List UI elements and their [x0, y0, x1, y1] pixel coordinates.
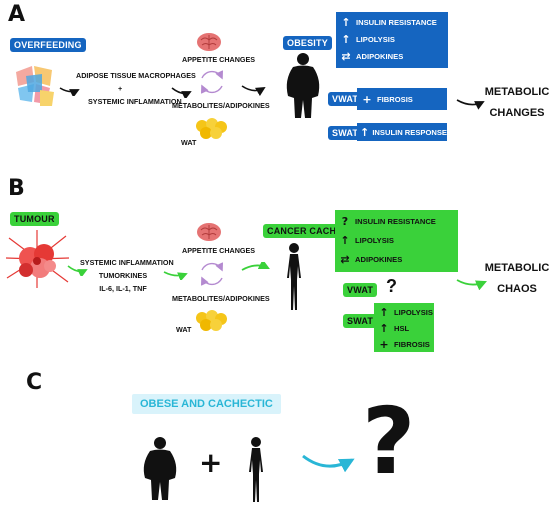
- effect-label: INSULIN RESISTANCE: [355, 217, 436, 226]
- overfeeding-tag: OVERFEEDING: [10, 38, 86, 52]
- metabolic-chaos-outcome: METABOLIC CHAOS: [484, 258, 550, 300]
- up-arrow-icon: ↑: [360, 125, 370, 139]
- plus-icon: +: [362, 92, 372, 106]
- up-arrow-icon: ↑: [341, 16, 351, 29]
- tumorkines-label: TUMORKINES: [98, 271, 148, 280]
- effect-row: ⇄ ADIPOKINES: [336, 48, 448, 65]
- outcome-line: METABOLIC: [484, 86, 550, 98]
- panel-a-letter: A: [8, 2, 26, 27]
- swat-effect-label: HSL: [394, 323, 410, 333]
- arrow-cycle-to-cachexia: [241, 262, 270, 271]
- appetite-label: APPETITE CHANGES: [182, 246, 256, 255]
- arrow-to-metabolic-changes: [456, 99, 485, 110]
- vwat-unknown-mark: ?: [386, 276, 397, 296]
- swat-effect-label: LIPOLYSIS: [394, 307, 433, 317]
- obese-person-icon: [143, 437, 177, 500]
- vwat-effect-label: FIBROSIS: [377, 94, 413, 104]
- effect-row: ⇄ ADIPOKINES: [335, 250, 458, 269]
- effect-label: ADIPOKINES: [356, 52, 404, 61]
- plus-icon: +: [379, 337, 389, 351]
- question-mark: ?: [362, 388, 416, 495]
- metabolites-label: METABOLITES/ADIPOKINES: [172, 294, 270, 303]
- exchange-arrows-icon: ⇄: [341, 50, 351, 63]
- wat-label: WAT: [181, 138, 197, 147]
- question-icon: ?: [341, 215, 349, 228]
- plus-sign: +: [199, 446, 223, 479]
- swat-effect-label: INSULIN RESPONSE: [372, 127, 447, 137]
- arrow-inflammation-to-cycle: [171, 87, 192, 98]
- brain-icon: [197, 223, 221, 241]
- cyan-arrow: [302, 454, 355, 473]
- arrow-overfeeding-to-inflammation: [59, 87, 80, 96]
- cytokines-label: IL-6, IL-1, TNF: [99, 284, 147, 293]
- arrow-tumour-to-inflammation: [67, 265, 88, 276]
- cachexia-effects-box: ? INSULIN RESISTANCE ↑ LIPOLYSIS ⇄ ADIPO…: [335, 210, 458, 272]
- macrophages-label: ADIPOSE TISSUE MACROPHAGES: [76, 71, 196, 80]
- up-arrow-icon: ↑: [379, 321, 389, 335]
- up-arrow-icon: ↑: [341, 33, 351, 46]
- effect-row: ↑ INSULIN RESISTANCE: [336, 14, 448, 31]
- obesity-effects-box: ↑ INSULIN RESISTANCE ↑ LIPOLYSIS ⇄ ADIPO…: [336, 12, 448, 68]
- obesity-tag: OBESITY: [283, 36, 332, 50]
- cycle-arrows-icon: [200, 70, 224, 94]
- effect-label: INSULIN RESISTANCE: [356, 18, 437, 27]
- panel-b-letter: B: [8, 176, 25, 201]
- inflammation-label: SYSTEMIC INFLAMMATION: [88, 97, 182, 106]
- tumour-tag: TUMOUR: [10, 212, 59, 226]
- effect-row: ? INSULIN RESISTANCE: [335, 212, 458, 231]
- effect-label: LIPOLYSIS: [356, 35, 395, 44]
- swat-effect-row: ↑ LIPOLYSIS: [374, 304, 434, 320]
- arrow-cycle-to-obesity: [241, 85, 266, 96]
- arrow-to-metabolic-chaos: [456, 279, 487, 290]
- brain-icon: [197, 33, 221, 51]
- outcome-line: CHAOS: [497, 282, 537, 295]
- panel-c-letter: C: [26, 370, 43, 395]
- cachectic-person-icon: [287, 243, 301, 310]
- arrow-inflammation-to-cycle: [163, 271, 188, 280]
- effect-row: ↑ LIPOLYSIS: [335, 231, 458, 250]
- tumour-cells-icon: [5, 230, 70, 288]
- swat-effect-label: FIBROSIS: [394, 339, 430, 349]
- effect-row: ↑ LIPOLYSIS: [336, 31, 448, 48]
- swat-tag: SWAT: [328, 126, 363, 140]
- up-arrow-icon: ↑: [340, 234, 350, 247]
- outcome-line: CHANGES: [489, 106, 545, 119]
- appetite-label: APPETITE CHANGES: [182, 55, 256, 64]
- vwat-tag: VWAT: [328, 92, 363, 106]
- wat-label: WAT: [176, 325, 192, 334]
- effect-label: ADIPOKINES: [355, 255, 403, 264]
- effect-label: LIPOLYSIS: [355, 236, 394, 245]
- vwat-effect-box: + FIBROSIS: [357, 88, 447, 110]
- exchange-arrows-icon: ⇄: [340, 253, 350, 266]
- inflammation-label: SYSTEMIC INFLAMMATION: [80, 258, 174, 267]
- cycle-arrows-icon: [200, 262, 224, 286]
- vwat-tag: VWAT: [343, 283, 378, 297]
- swat-effect-box: ↑ INSULIN RESPONSE: [357, 123, 447, 141]
- swat-effect-row: + FIBROSIS: [374, 336, 434, 352]
- plus-label: +: [118, 84, 123, 93]
- swat-effect-row: ↑ HSL: [374, 320, 434, 336]
- metabolic-changes-outcome: METABOLIC CHANGES: [484, 82, 550, 124]
- swat-effects-box: ↑ LIPOLYSIS ↑ HSL + FIBROSIS: [374, 303, 434, 352]
- swat-tag: SWAT: [343, 314, 378, 328]
- wat-fat-icon: [196, 118, 227, 139]
- outcome-line: METABOLIC: [484, 262, 550, 274]
- obese-and-cachectic-title: OBESE AND CACHECTIC: [132, 394, 281, 414]
- metabolites-label: METABOLITES/ADIPOKINES: [172, 101, 270, 110]
- wat-fat-icon: [196, 310, 227, 331]
- adipose-tissue-icon: [16, 66, 54, 106]
- obese-person-icon: [286, 53, 320, 118]
- up-arrow-icon: ↑: [379, 305, 389, 319]
- cachectic-person-icon: [249, 437, 263, 502]
